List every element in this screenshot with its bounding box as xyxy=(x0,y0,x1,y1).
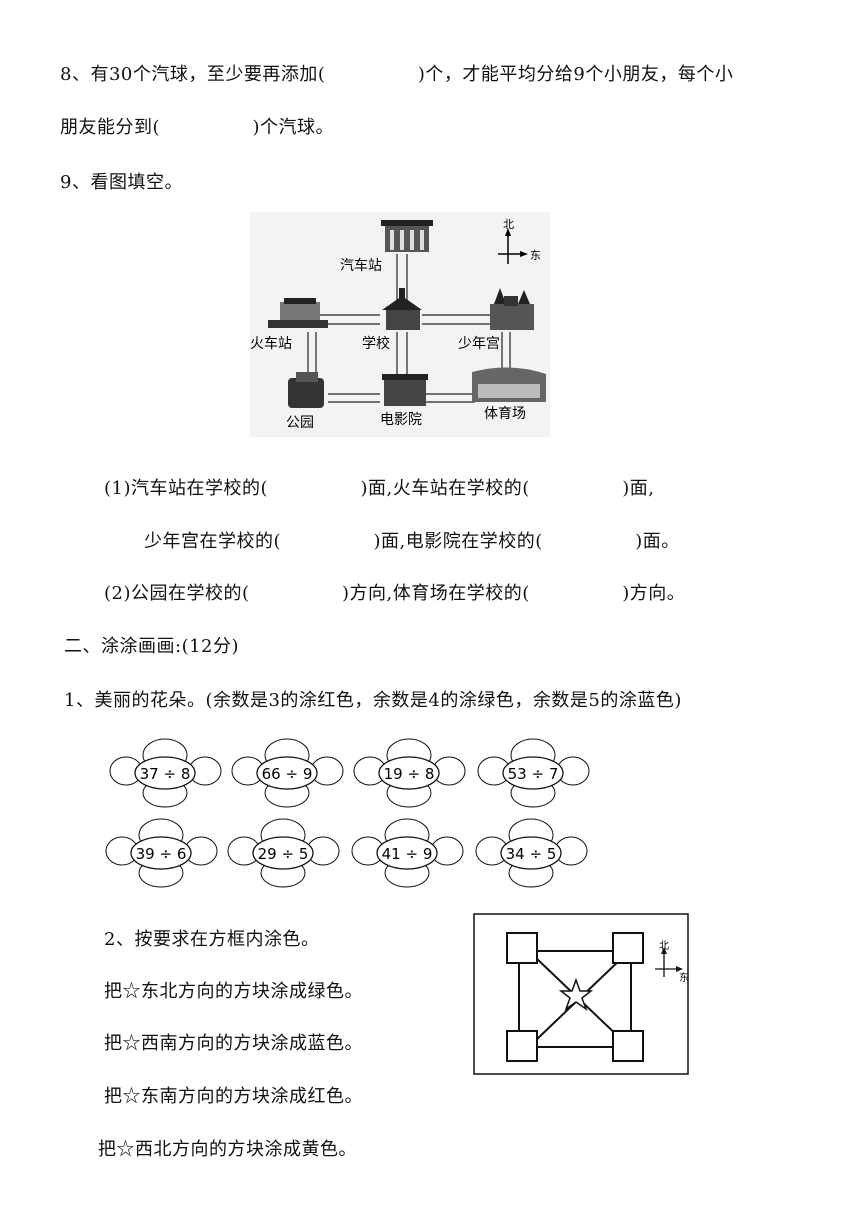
flower[interactable]: 66 ÷ 9 xyxy=(230,735,345,810)
map-north-label: 北 xyxy=(503,218,514,231)
flower-label: 37 ÷ 8 xyxy=(140,765,191,783)
square-northeast[interactable] xyxy=(612,932,644,964)
box-north-label: 北 xyxy=(659,940,669,952)
instruction-northeast: 把☆东北方向的方块涂成绿色。 xyxy=(104,981,363,1002)
flower[interactable]: 19 ÷ 8 xyxy=(352,735,467,810)
label-stadium: 体育场 xyxy=(484,406,526,422)
q8-line2: 朋友能分到( )个汽球。 xyxy=(60,117,335,138)
q9-p1-line2: 少年宫在学校的( )面,电影院在学校的( )面。 xyxy=(144,531,680,552)
roads xyxy=(307,254,511,403)
flower[interactable]: 53 ÷ 7 xyxy=(476,735,591,810)
label-park: 公园 xyxy=(286,415,314,431)
flower-label: 29 ÷ 5 xyxy=(258,845,309,863)
label-bus-station: 汽车站 xyxy=(340,257,382,274)
q9-p1-line1: (1)汽车站在学校的( )面,火车站在学校的( )面, xyxy=(104,478,655,499)
label-train-station: 火车站 xyxy=(250,335,292,352)
square-northwest[interactable] xyxy=(506,932,538,964)
map-east-label: 东 xyxy=(530,249,541,262)
label-cinema: 电影院 xyxy=(380,412,422,428)
flower-label: 34 ÷ 5 xyxy=(506,845,557,863)
flower-label: 53 ÷ 7 xyxy=(508,765,559,783)
box-east-label: 东 xyxy=(679,971,689,984)
q9-p2: (2)公园在学校的( )方向,体育场在学校的( )方向。 xyxy=(104,583,686,604)
bus-station-icon xyxy=(381,220,433,252)
compass-icon xyxy=(498,232,524,264)
flower-label: 19 ÷ 8 xyxy=(384,765,435,783)
cinema-icon xyxy=(382,374,428,406)
stadium-icon xyxy=(472,367,546,402)
flower[interactable]: 37 ÷ 8 xyxy=(108,735,223,810)
flower[interactable]: 29 ÷ 5 xyxy=(226,815,341,890)
flower-label: 39 ÷ 6 xyxy=(136,845,187,863)
section2-q2-title: 2、按要求在方框内涂色。 xyxy=(104,929,320,950)
section2-q1-title: 1、美丽的花朵。(余数是3的涂红色，余数是4的涂绿色，余数是5的涂蓝色) xyxy=(64,690,682,711)
flower-label: 66 ÷ 9 xyxy=(262,765,313,783)
square-southeast[interactable] xyxy=(612,1030,644,1062)
coloring-box-figure: 北 东 xyxy=(473,913,689,1075)
star-icon xyxy=(558,977,594,1011)
park-icon xyxy=(288,372,324,408)
flower[interactable]: 41 ÷ 9 xyxy=(350,815,465,890)
school-icon xyxy=(382,288,422,330)
flower-grid: 37 ÷ 8 66 ÷ 9 19 ÷ 8 53 ÷ 7 39 ÷ 6 xyxy=(100,735,600,895)
instruction-northwest: 把☆西北方向的方块涂成黄色。 xyxy=(98,1139,357,1160)
flower-label: 41 ÷ 9 xyxy=(382,845,433,863)
direction-map: 北 东 汽车站 火车站 学校 少年宫 公园 电影院 体育场 xyxy=(250,212,550,437)
section2-title: 二、涂涂画画:(12分) xyxy=(64,636,240,657)
q9-title: 9、看图填空。 xyxy=(60,172,183,193)
label-youth-palace: 少年宫 xyxy=(458,336,500,352)
compass-icon xyxy=(655,951,679,977)
q8-line1: 8、有30个汽球，至少要再添加( )个，才能平均分给9个小朋友，每个小 xyxy=(60,64,734,85)
flower[interactable]: 34 ÷ 5 xyxy=(474,815,589,890)
square-southwest[interactable] xyxy=(506,1030,538,1062)
train-station-icon xyxy=(268,298,328,328)
instruction-southwest: 把☆西南方向的方块涂成蓝色。 xyxy=(104,1033,363,1054)
instruction-southeast: 把☆东南方向的方块涂成红色。 xyxy=(104,1086,363,1107)
label-school: 学校 xyxy=(362,335,390,352)
youth-palace-icon xyxy=(490,288,534,330)
flower[interactable]: 39 ÷ 6 xyxy=(104,815,219,890)
